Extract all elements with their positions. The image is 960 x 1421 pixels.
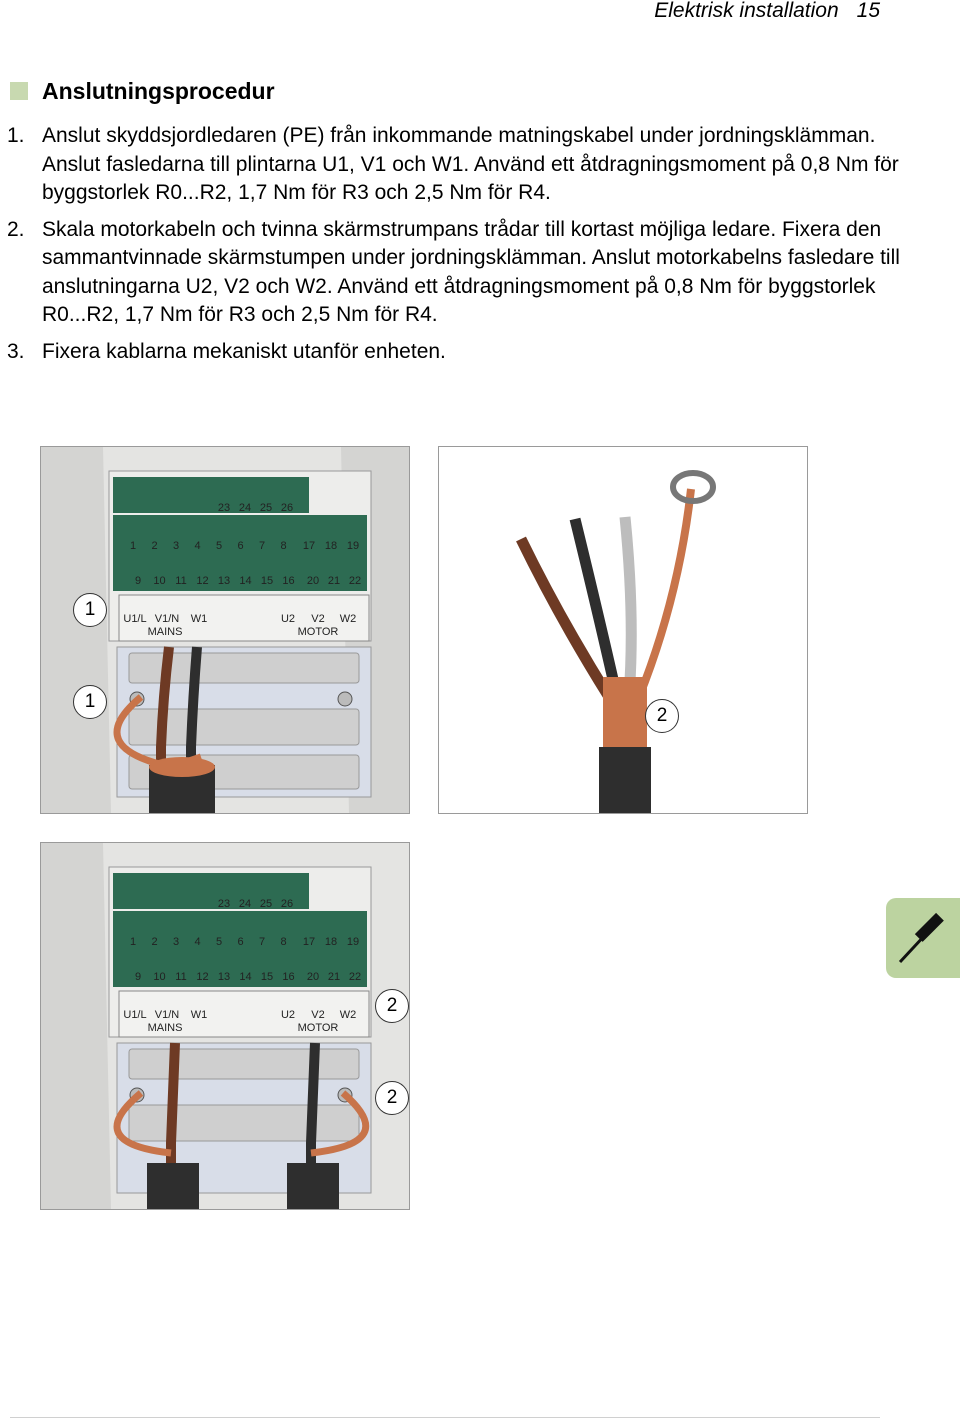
terminal-label: 16	[282, 575, 294, 587]
terminal-label: 21	[328, 575, 340, 587]
mains-label: MAINS	[148, 1022, 183, 1034]
terminal-label: 4	[194, 936, 200, 948]
terminal-label: 2	[151, 540, 157, 552]
terminal-label: 24	[239, 502, 251, 514]
terminal-label: 5	[216, 540, 222, 552]
step-3: 3. Fixera kablarna mekaniskt utanför enh…	[0, 338, 900, 367]
terminal-label: 14	[239, 575, 251, 587]
terminal-label: 17	[303, 936, 315, 948]
callout-shield-twisted: 2	[645, 699, 679, 733]
running-header: Elektrisk installation 15	[654, 0, 880, 22]
footer-rule	[10, 1417, 880, 1418]
motor-terminal-label: U2	[281, 1009, 295, 1021]
terminal-label: 10	[153, 971, 165, 983]
terminal-label: 9	[135, 575, 141, 587]
step-text: Fixera kablarna mekaniskt utanför enhete…	[42, 339, 446, 363]
mains-terminal-label: V1/N	[155, 1009, 180, 1021]
terminal-label: 8	[280, 936, 286, 948]
mains-terminal-label: U1/L	[123, 613, 146, 625]
callout-ground-clamp: 1	[73, 685, 107, 719]
side-tab	[886, 898, 960, 978]
terminal-label: 25	[260, 898, 272, 910]
terminal-label: 23	[218, 898, 230, 910]
procedure-steps: 1. Anslut skyddsjordledaren (PE) från in…	[0, 122, 900, 374]
page-number: 15	[856, 0, 880, 22]
motor-label: MOTOR	[298, 1022, 339, 1034]
motor-label: MOTOR	[298, 626, 339, 638]
callout-mains-terminals: 1	[73, 593, 107, 627]
terminal-label: 16	[282, 971, 294, 983]
step-number: 3.	[7, 339, 25, 363]
terminal-label: 15	[261, 575, 273, 587]
terminal-label: 5	[216, 936, 222, 948]
motor-terminal-label: U2	[281, 613, 295, 625]
step-text: Skala motorkabeln och tvinna skärmstrump…	[42, 217, 900, 327]
terminal-label: 1	[130, 540, 136, 552]
terminal-label: 2	[151, 936, 157, 948]
terminal-label: 19	[347, 540, 359, 552]
terminal-label: 9	[135, 971, 141, 983]
terminal-label: 12	[196, 575, 208, 587]
terminal-label: 24	[239, 898, 251, 910]
heading-bullet-icon	[10, 82, 28, 100]
section-heading: Anslutningsprocedur	[10, 77, 275, 105]
terminal-label: 17	[303, 540, 315, 552]
section-title: Anslutningsprocedur	[42, 78, 275, 104]
terminal-label: 11	[175, 971, 186, 983]
step-number: 1.	[7, 124, 25, 147]
terminal-label: 25	[260, 502, 272, 514]
figure-stripped-cable: 2	[438, 446, 808, 814]
mains-terminal-label: W1	[191, 613, 208, 625]
terminal-label: 20	[307, 575, 319, 587]
mains-terminal-label: W1	[191, 1009, 208, 1021]
terminal-label: 7	[259, 540, 265, 552]
terminal-label: 18	[325, 936, 337, 948]
terminal-label: 20	[307, 971, 319, 983]
motor-terminal-label: W2	[340, 1009, 357, 1021]
terminal-label: 22	[349, 575, 361, 587]
terminal-label: 11	[175, 575, 186, 587]
terminal-label: 13	[218, 575, 230, 587]
step-2: 2. Skala motorkabeln och tvinna skärmstr…	[0, 216, 900, 330]
motor-terminal-label: W2	[340, 613, 357, 625]
terminal-label: 4	[194, 540, 200, 552]
step-number: 2.	[7, 217, 25, 241]
terminal-label: 26	[281, 898, 293, 910]
step-text: Anslut skyddsjordledaren (PE) från inkom…	[42, 124, 899, 204]
terminal-label: 23	[218, 502, 230, 514]
terminal-label: 7	[259, 936, 265, 948]
terminal-label: 1	[130, 936, 136, 948]
mains-terminal-label: U1/L	[123, 1009, 146, 1021]
step-1: 1. Anslut skyddsjordledaren (PE) från in…	[0, 122, 900, 208]
terminal-label: 12	[196, 971, 208, 983]
terminal-label: 19	[347, 936, 359, 948]
stripped-cable-illustration	[439, 447, 807, 813]
terminal-label: 3	[173, 540, 179, 552]
mains-label: MAINS	[148, 626, 183, 638]
mains-terminal-label: V1/N	[155, 613, 180, 625]
terminal-label: 22	[349, 971, 361, 983]
callout-motor-terminals: 2	[375, 989, 409, 1023]
terminal-label: 8	[280, 540, 286, 552]
terminal-label: 6	[237, 540, 243, 552]
motor-terminal-label: V2	[311, 1009, 324, 1021]
terminal-label: 13	[218, 971, 230, 983]
terminal-label: 10	[153, 575, 165, 587]
callout-ground-clamp: 2	[375, 1081, 409, 1115]
header-title: Elektrisk installation	[654, 0, 839, 22]
terminal-label: 15	[261, 971, 273, 983]
terminal-label: 14	[239, 971, 251, 983]
terminal-label: 6	[237, 936, 243, 948]
terminal-label: 3	[173, 936, 179, 948]
terminal-label: 26	[281, 502, 293, 514]
screwdriver-icon	[898, 912, 944, 964]
terminal-label: 18	[325, 540, 337, 552]
terminal-label: 21	[328, 971, 340, 983]
motor-terminal-label: V2	[311, 613, 324, 625]
